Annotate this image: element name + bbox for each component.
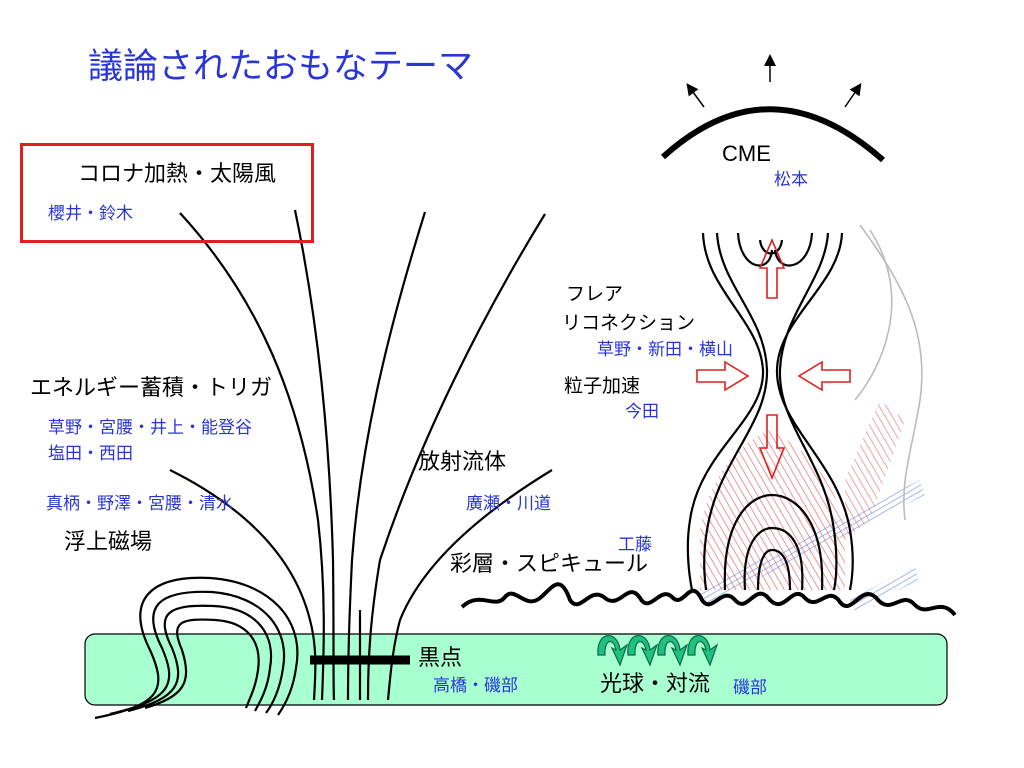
reconnection-arrows	[696, 237, 851, 481]
label-reconnection: リコネクション	[562, 312, 696, 334]
sunspot-field-lines	[169, 209, 553, 701]
names-energy-1: 草野・宮腰・井上・能登谷	[48, 418, 252, 438]
label-emerging-flux: 浮上磁場	[64, 530, 153, 555]
flare-heating-hatch	[700, 400, 925, 612]
label-radiative-fluid: 放射流体	[418, 450, 507, 475]
label-cme: CME	[722, 141, 771, 166]
emerging-flux-loops	[94, 576, 299, 720]
label-photosphere-convection: 光球・対流	[600, 672, 711, 697]
label-corona-heating: コロナ加熱・太陽風	[78, 162, 277, 187]
names-flare: 草野・新田・横山	[597, 340, 733, 360]
names-particle: 今田	[625, 402, 659, 422]
page-title: 議論されたおもなテーマ	[88, 47, 474, 87]
convection-arrows	[597, 635, 719, 667]
label-energy-trigger: エネルギー蓄積・トリガ	[30, 376, 273, 401]
names-energy-2: 塩田・西田	[48, 444, 133, 464]
names-flux: 真柄・野澤・宮腰・清水	[46, 494, 233, 514]
names-corona: 櫻井・鈴木	[48, 204, 133, 224]
label-sunspot: 黒点	[418, 646, 463, 671]
corona-highlight-box	[20, 143, 314, 243]
cme-arc	[660, 54, 885, 163]
chromosphere-spicules	[460, 582, 957, 617]
names-cme: 松本	[774, 170, 808, 190]
photosphere-band	[84, 633, 948, 706]
names-sunspot: 高橋・磯部	[433, 676, 518, 696]
names-radiative: 廣瀬・川道	[466, 494, 551, 514]
names-photosphere: 磯部	[733, 678, 767, 698]
label-particle-acceleration: 粒子加速	[564, 375, 641, 397]
label-chromosphere-spicule: 彩層・スピキュール	[450, 552, 649, 577]
names-chromosphere: 工藤	[618, 535, 652, 555]
label-flare: フレア	[566, 283, 624, 305]
gray-field-lines	[854, 224, 923, 521]
flare-field-lines	[686, 232, 854, 591]
